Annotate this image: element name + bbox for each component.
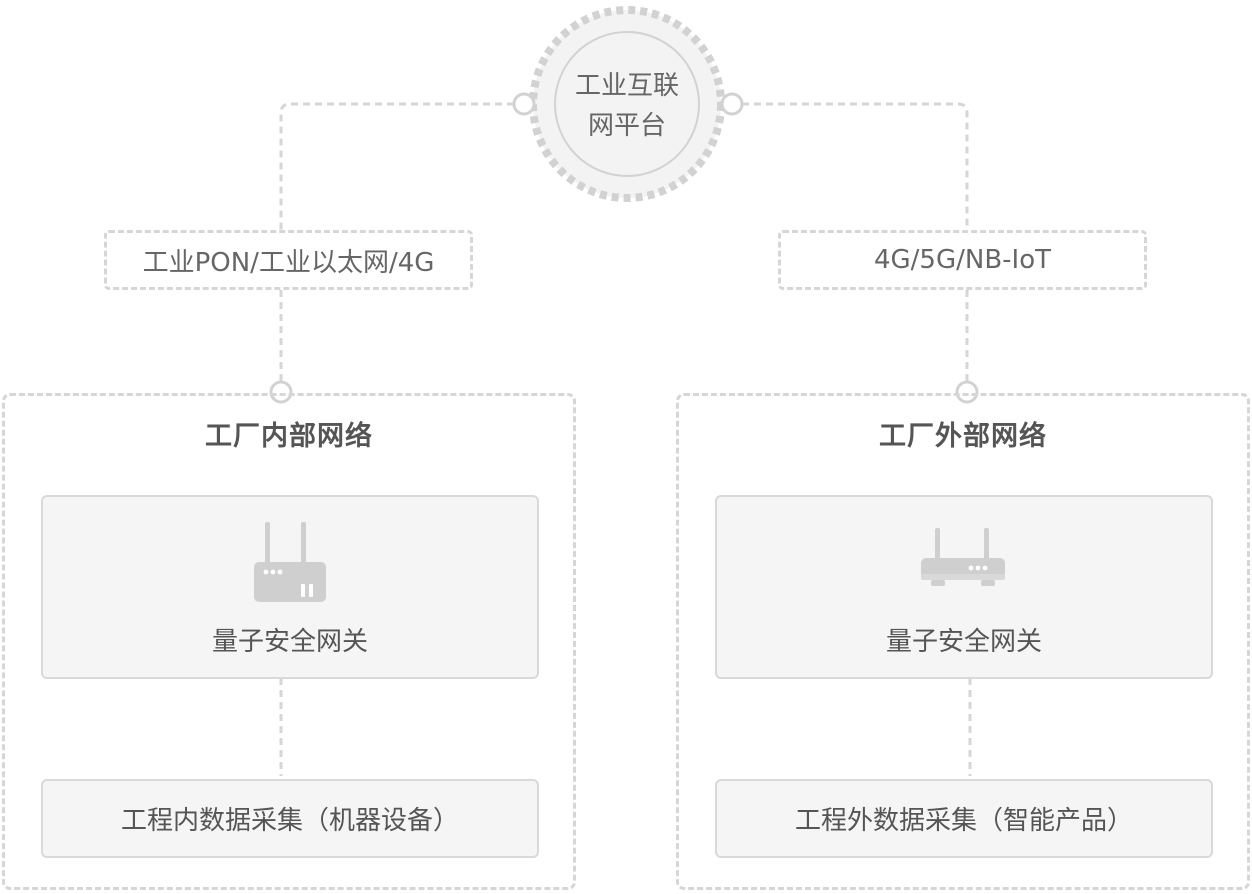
hub-right-node	[720, 92, 744, 116]
external-region-node	[955, 380, 979, 404]
internal-network-title: 工厂内部网络	[205, 421, 373, 452]
left-link-tag: 工业PON/工业以太网/4G	[104, 230, 473, 290]
internal-data-card: 工程内数据采集（机器设备）	[41, 779, 539, 858]
hub-left-node	[512, 92, 536, 116]
hub-inner-circle	[554, 31, 700, 177]
internal-data-label: 工程内数据采集（机器设备）	[120, 806, 459, 836]
internal-gateway-card: 量子安全网关	[41, 495, 539, 679]
hub-label-line2: 网平台	[587, 111, 666, 141]
internal-network-region: 工厂内部网络 量子安全网关 工程内数据采集（机器设备）	[2, 393, 576, 890]
internal-gateway-label: 量子安全网关	[211, 627, 368, 657]
left-link-tag-label: 工业PON/工业以太网/4G	[142, 247, 435, 278]
router-icon	[921, 528, 1005, 586]
internal-region-node	[269, 380, 293, 404]
external-network-title: 工厂外部网络	[879, 421, 1047, 452]
hub-label-line1: 工业互联	[574, 71, 679, 101]
external-gateway-label: 量子安全网关	[885, 627, 1042, 657]
right-link-tag-label: 4G/5G/NB-IoT	[873, 245, 1052, 275]
right-link-tag: 4G/5G/NB-IoT	[778, 230, 1147, 290]
external-data-label: 工程外数据采集（智能产品）	[794, 806, 1133, 836]
external-gateway-card: 量子安全网关	[715, 495, 1213, 679]
hub-label: 工业互联 网平台	[556, 66, 698, 146]
external-network-region: 工厂外部网络 量子安全网关 工程外数据采集（智能产品）	[676, 393, 1250, 890]
left-upper-connector	[279, 102, 514, 230]
right-upper-connector	[742, 102, 969, 230]
router-icon	[254, 522, 326, 602]
external-data-card: 工程外数据采集（智能产品）	[715, 779, 1213, 858]
